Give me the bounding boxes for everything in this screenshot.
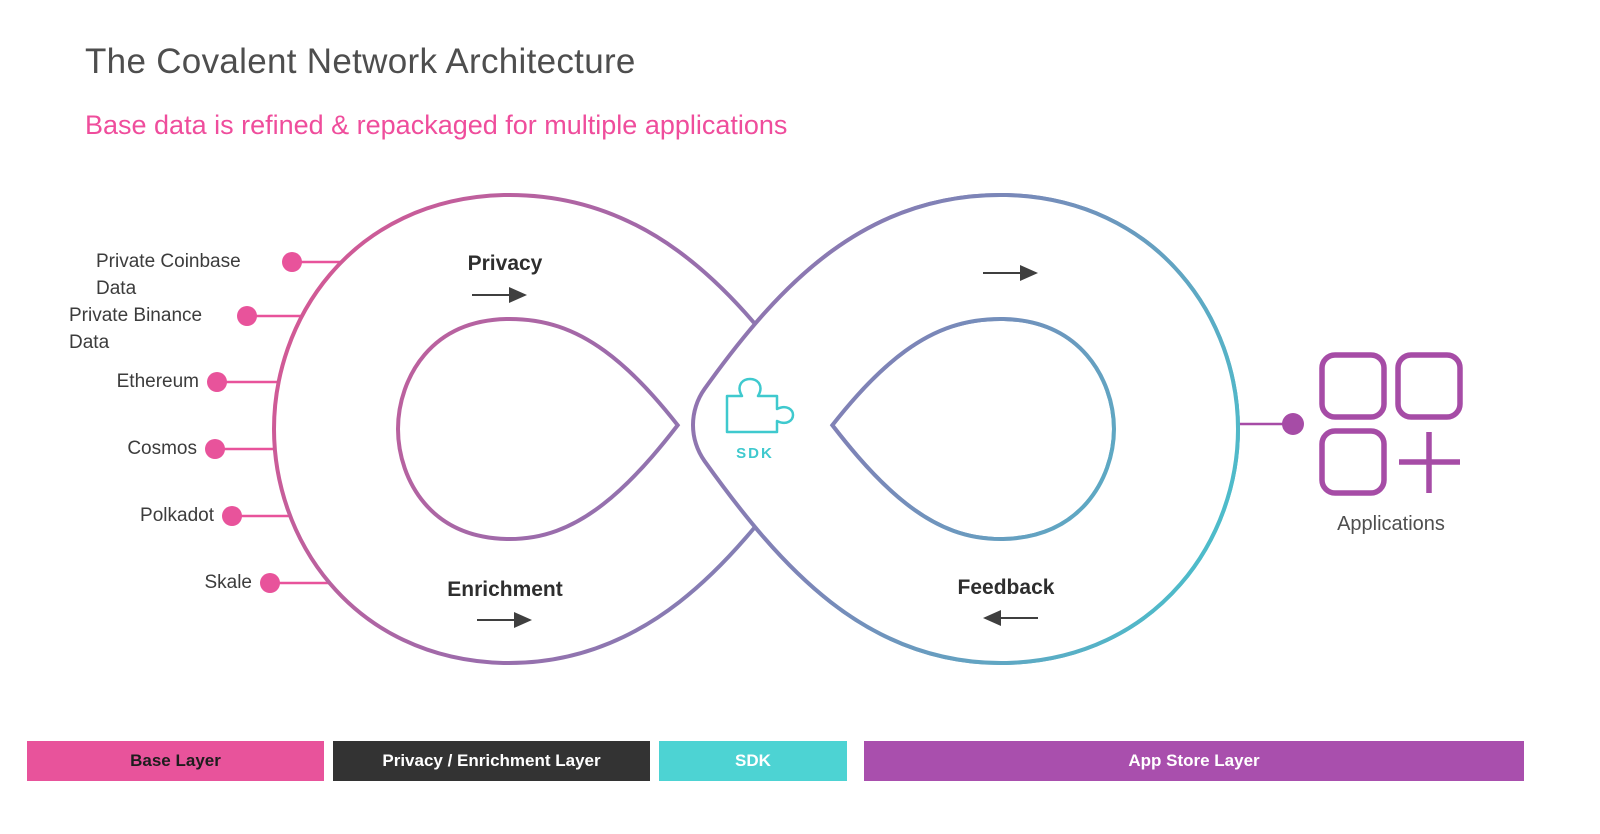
source-label-private-binance: Private Binance Data: [69, 305, 203, 353]
applications-icon: [1319, 352, 1463, 496]
source-dot-skale: [260, 573, 280, 593]
legend-base-layer: Base Layer: [27, 741, 324, 781]
source-dot-polkadot: [222, 506, 242, 526]
source-dot-ethereum: [207, 372, 227, 392]
feedback-label: Feedback: [957, 576, 1055, 599]
legend-privacy-enrichment-layer: Privacy / Enrichment Layer: [333, 741, 650, 781]
legend-sdk: SDK: [659, 741, 847, 781]
page-subtitle: Base data is refined & repackaged for mu…: [85, 110, 788, 140]
enrichment-label: Enrichment: [447, 578, 563, 601]
source-label-cosmos: Cosmos: [127, 438, 197, 459]
sdk-label: SDK: [736, 445, 774, 462]
applications-icon-square-3: [1319, 428, 1387, 496]
applications-dot: [1282, 413, 1304, 435]
page-title: The Covalent Network Architecture: [85, 42, 636, 81]
source-dot-private-binance: [237, 306, 257, 326]
source-label-ethereum: Ethereum: [116, 371, 199, 392]
source-label-polkadot: Polkadot: [140, 505, 214, 526]
source-dot-private-coinbase: [282, 252, 302, 272]
flow-arrows: [472, 265, 1038, 628]
infinity-right-lobe-over-interior: [695, 197, 1236, 661]
source-label-skale: Skale: [204, 572, 252, 593]
applications-icon-square-2: [1395, 352, 1463, 420]
source-dots: [205, 252, 1304, 593]
sdk-puzzle-icon: [725, 377, 795, 434]
privacy-label: Privacy: [467, 252, 543, 275]
source-label-private-coinbase: Private Coinbase Data: [96, 251, 241, 299]
legend-app-store-layer: App Store Layer: [864, 741, 1524, 781]
applications-label: Applications: [1337, 513, 1445, 535]
applications-icon-square-1: [1319, 352, 1387, 420]
source-dot-cosmos: [205, 439, 225, 459]
